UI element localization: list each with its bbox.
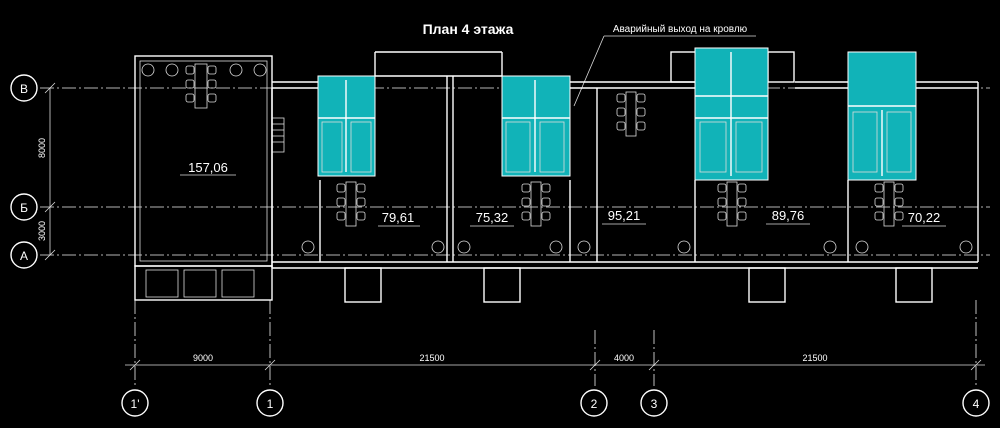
- unit-2-table: [521, 181, 551, 227]
- unit-3-hall: 95,21: [602, 91, 646, 225]
- emergency-exit-label: Аварийный выход на кровлю: [613, 24, 748, 35]
- dim-21500-right: 21500: [802, 353, 827, 363]
- room-area-70: 70,22: [908, 210, 941, 225]
- unit-5-core: 70,22: [847, 51, 946, 227]
- emergency-exit-callout: Аварийный выход на кровлю: [573, 24, 756, 107]
- col-axis-1-prime: 1': [121, 389, 149, 417]
- room-area-79: 79,61: [382, 210, 415, 225]
- col-axis-1-label: 1: [267, 397, 274, 411]
- unit-2-core: 75,32: [470, 75, 571, 227]
- plan-title: План 4 этажа: [423, 21, 514, 37]
- col-axis-3: 3: [640, 389, 668, 417]
- col-axis-4: 4: [962, 389, 990, 417]
- col-axis-4-label: 4: [973, 397, 980, 411]
- dim-3000-vertical: 3000: [37, 221, 47, 241]
- row-axis-v: В: [10, 74, 38, 102]
- col-axis-2-label: 2: [591, 397, 598, 411]
- col-axis-1-prime-label: 1': [131, 397, 140, 411]
- main-building-outline: [271, 51, 979, 303]
- left-hall-block: 157,06: [134, 55, 285, 301]
- unit-4-table: [717, 181, 747, 227]
- unit-5-table: [874, 181, 904, 227]
- row-axis-a: А: [10, 241, 38, 269]
- dim-21500-left: 21500: [419, 353, 444, 363]
- col-axis-2: 2: [580, 389, 608, 417]
- room-area-89: 89,76: [772, 208, 805, 223]
- row-axis-b: Б: [10, 193, 38, 221]
- row-axis-a-label: А: [20, 249, 28, 263]
- dim-4000: 4000: [614, 353, 634, 363]
- room-area-75: 75,32: [476, 210, 509, 225]
- col-axis-1: 1: [256, 389, 284, 417]
- row-axis-b-label: Б: [20, 201, 28, 215]
- col-axis-3-label: 3: [651, 397, 658, 411]
- row-axis-v-label: В: [20, 82, 28, 96]
- dim-9000: 9000: [193, 353, 213, 363]
- room-area-157: 157,06: [188, 160, 228, 175]
- room-area-95: 95,21: [608, 208, 641, 223]
- unit-1-table: [336, 181, 366, 227]
- vertical-dimensions: 8000 3000: [37, 82, 56, 261]
- column-axes-lines: [134, 300, 977, 386]
- unit-1-core: 79,61: [317, 75, 420, 227]
- unit-4-core: 89,76: [694, 47, 810, 227]
- dim-8000-vertical: 8000: [37, 138, 47, 158]
- horizontal-dimensions: 9000 21500 4000 21500: [125, 353, 985, 371]
